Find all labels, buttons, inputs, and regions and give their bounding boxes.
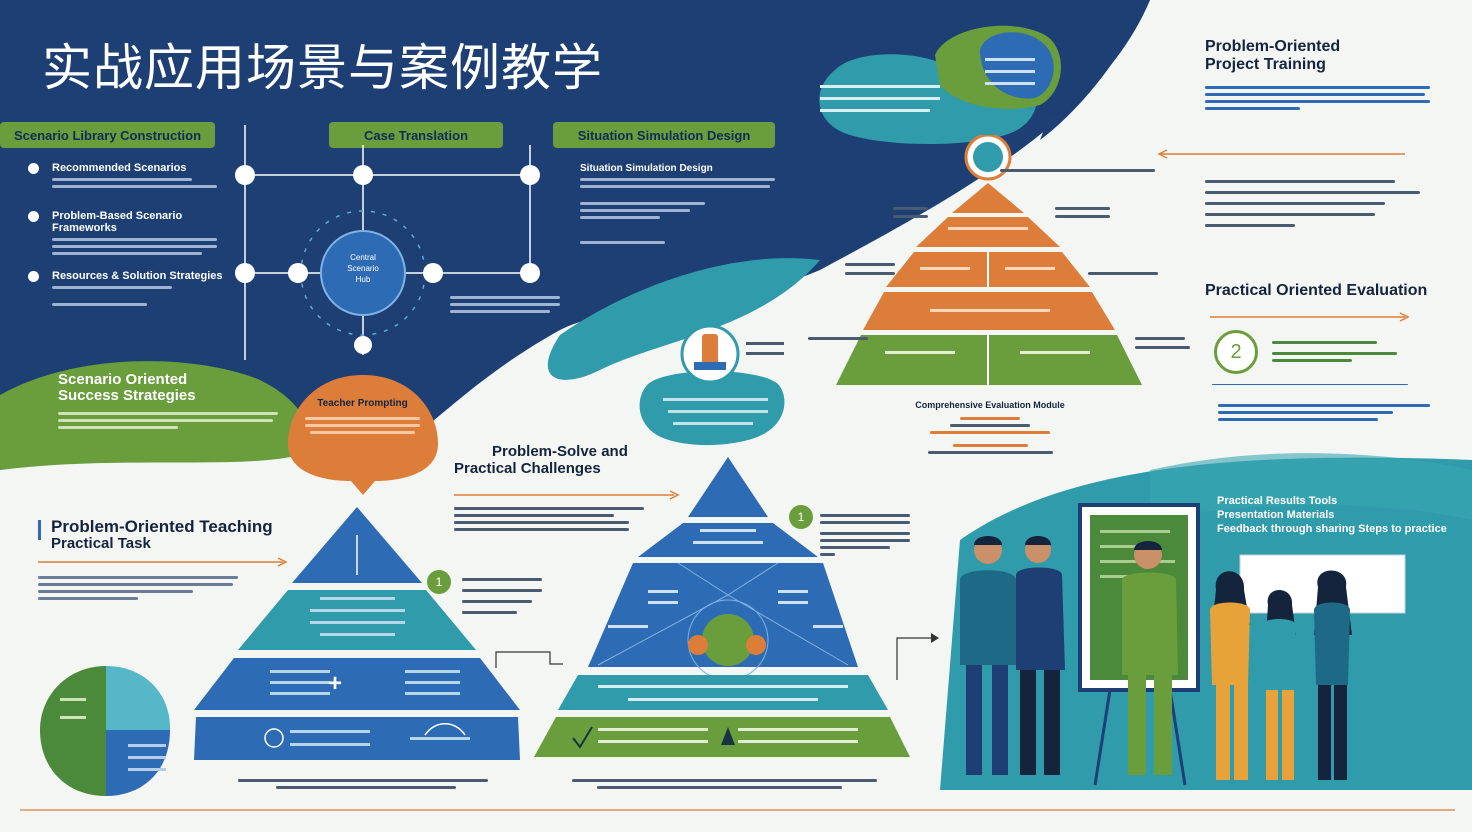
bullet-title: Problem-Based Scenario Frameworks — [52, 210, 183, 234]
step-badge-left: 1 — [427, 570, 451, 594]
problem-teaching-subtitle: Practical Task — [51, 535, 151, 552]
practical-results-line1: Practical Results Tools — [1217, 495, 1338, 507]
project-training-block: Problem-Oriented Project Training — [1205, 38, 1455, 114]
left-pyramid-caption — [238, 775, 488, 793]
divider — [1212, 384, 1408, 385]
pill-situation-simulation: Situation Simulation Design — [553, 122, 775, 148]
connector-arrow — [896, 633, 939, 680]
comprehensive-block: Comprehensive Evaluation Module — [910, 400, 1070, 458]
center-hub-label: Central Scenario Hub — [330, 252, 396, 285]
teacher-prompting-text: Teacher Prompting — [300, 398, 425, 438]
teacher-prompting-bubble — [287, 375, 439, 495]
situation-heading: Situation Simulation Design — [580, 163, 713, 174]
project-training-notes — [1205, 176, 1435, 231]
training-pyramid — [836, 135, 1142, 385]
scenario-network — [235, 125, 540, 360]
arrow-icon — [1157, 149, 1405, 159]
project-cloud — [819, 25, 1070, 145]
pill-scenario-library: Scenario Library Construction — [0, 122, 215, 148]
hub-line-3: Hub — [355, 275, 371, 284]
practical-eval-notes — [1272, 337, 1402, 366]
bullet-title: Resources & Solution Strategies — [52, 270, 223, 282]
scenario-pie — [40, 666, 171, 796]
center-pyramid-caption — [572, 775, 882, 793]
teacher-prompting-title: Teacher Prompting — [317, 398, 408, 409]
svg-text:+: + — [328, 670, 342, 697]
team-presentation-illustration — [960, 503, 1352, 786]
arrow-icon — [1210, 312, 1410, 322]
practical-eval-badge: 2 — [1214, 330, 1258, 374]
bullet-title: Recommended Scenarios — [52, 162, 187, 174]
problem-teaching-block: Problem-Oriented Teaching Practical Task — [38, 518, 298, 604]
scenario-oriented-subtitle: Success Strategies — [58, 387, 196, 404]
project-training-subtitle: Project Training — [1205, 56, 1326, 73]
problem-teaching-title: Problem-Oriented Teaching — [51, 517, 273, 536]
hub-line-2: Scenario — [347, 264, 379, 273]
problem-solve-title: Problem-Solve and — [492, 443, 628, 460]
problem-solve-subtitle: Practical Challenges — [454, 460, 601, 477]
practical-results-line3: Feedback through sharing Steps to practi… — [1217, 523, 1447, 535]
bullet-item: Problem-Based Scenario Frameworks — [28, 210, 228, 270]
arrow-icon — [38, 557, 288, 567]
hub-line-1: Central — [350, 253, 376, 262]
bullet-item: Recommended Scenarios — [28, 162, 228, 210]
pill-case-translation: Case Translation — [329, 122, 503, 148]
lighthouse-cloud — [639, 324, 785, 446]
challenge-pyramid — [534, 457, 910, 757]
comprehensive-title: Comprehensive Evaluation Module — [915, 400, 1065, 410]
left-pyramid-notes — [462, 574, 552, 618]
left-bullet-list: Recommended Scenarios Problem-Based Scen… — [28, 162, 228, 320]
step-badge-center: 1 — [789, 505, 813, 529]
practical-results-block: Practical Results Tools Presentation Mat… — [1217, 494, 1462, 536]
center-pyramid-notes — [820, 510, 920, 560]
practical-results-line2: Presentation Materials — [1217, 509, 1335, 521]
problem-solve-block: Problem-Solve and Practical Challenges — [454, 444, 684, 535]
arrow-icon — [454, 490, 680, 500]
scenario-oriented-block: Scenario Oriented Success Strategies — [58, 372, 278, 433]
situation-notes: Situation Simulation Design — [580, 163, 780, 248]
bracket-icon — [38, 520, 41, 540]
practical-eval-title: Practical Oriented Evaluation — [1205, 282, 1428, 299]
teaching-pyramid: + — [194, 507, 520, 760]
practical-eval-footnotes — [1218, 400, 1433, 425]
page-title: 实战应用场景与案例教学 — [42, 39, 603, 97]
connector-line — [495, 651, 563, 668]
hub-notes — [450, 292, 565, 317]
project-training-title: Problem-Oriented — [1205, 38, 1341, 55]
scenario-oriented-title: Scenario Oriented — [58, 371, 188, 388]
bullet-item: Resources & Solution Strategies — [28, 270, 228, 320]
